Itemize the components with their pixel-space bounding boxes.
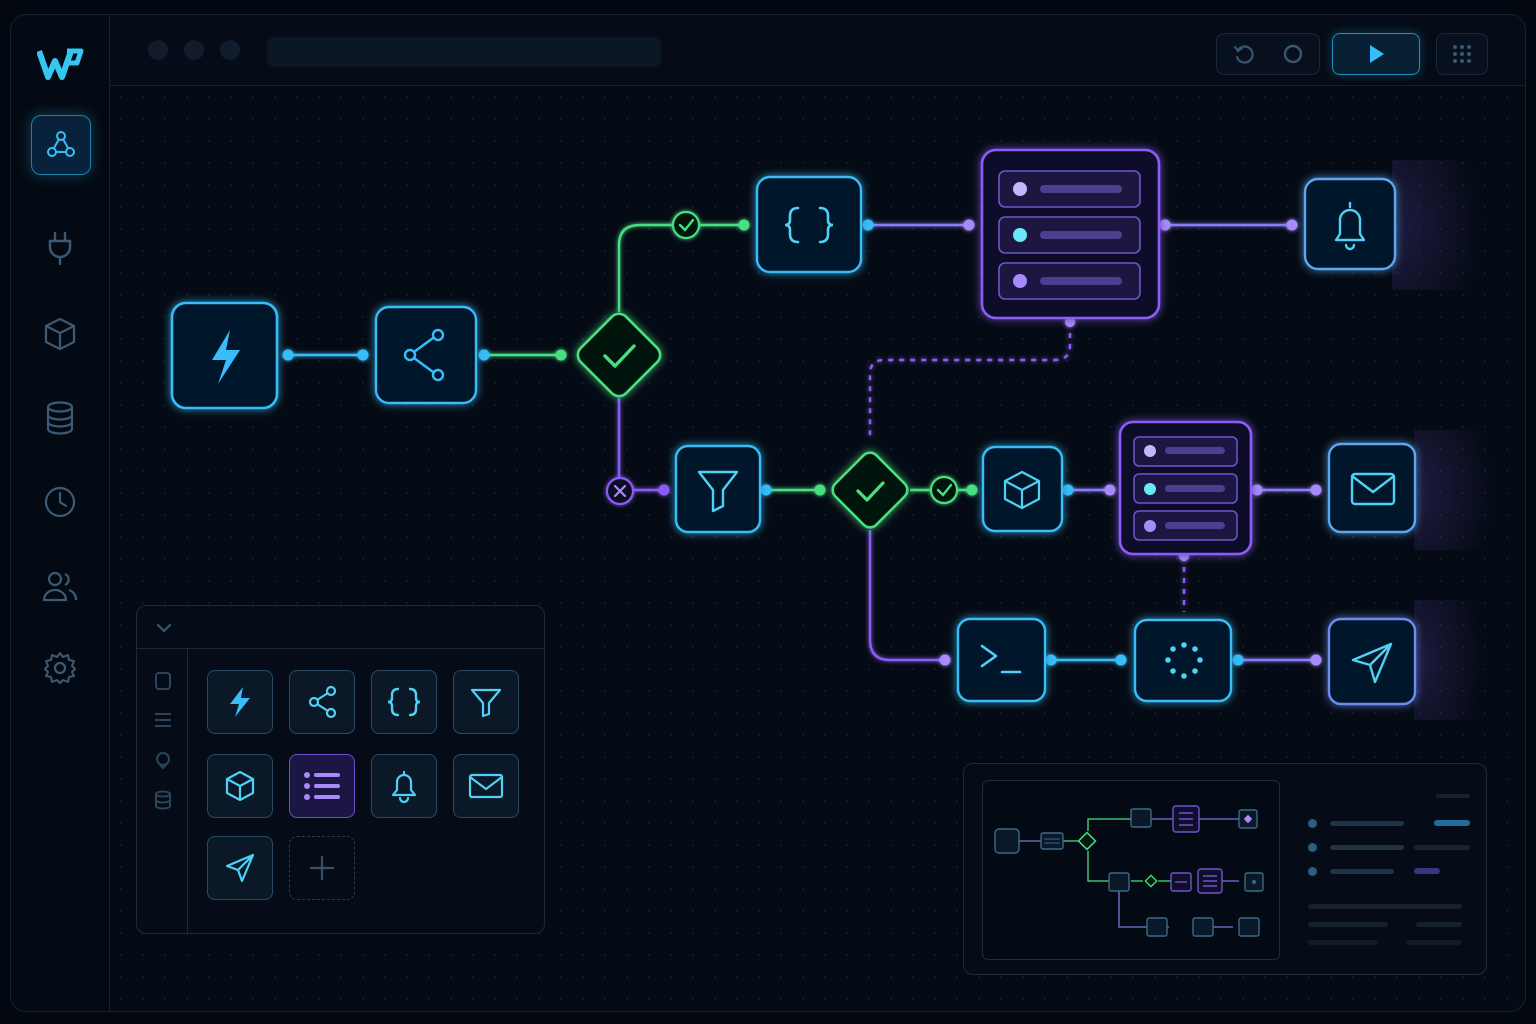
sidebar-item-settings[interactable]	[31, 639, 89, 697]
plug-icon	[48, 231, 72, 266]
legend-row	[1308, 818, 1470, 830]
palette-header	[137, 606, 544, 649]
send-icon	[1351, 642, 1393, 684]
sidebar-item-data[interactable]	[31, 389, 89, 447]
palette-tile-module[interactable]	[207, 754, 273, 818]
palette-tile-send[interactable]	[207, 836, 273, 900]
clock-icon	[44, 486, 76, 518]
cube-icon	[225, 770, 255, 802]
list-icon	[1133, 436, 1238, 541]
chevron-down-icon[interactable]	[156, 622, 172, 634]
list-icon	[304, 772, 340, 800]
filter-icon	[470, 688, 502, 718]
palette-category-rail	[137, 649, 188, 933]
sidebar-item-team[interactable]	[31, 557, 89, 615]
grid-menu-icon	[1453, 45, 1471, 63]
node-condition-2[interactable]	[829, 449, 911, 531]
send-icon	[225, 853, 255, 883]
palette-tile-transform[interactable]	[371, 670, 437, 734]
node-condition-1[interactable]	[574, 310, 665, 401]
palette-add-button[interactable]	[289, 836, 355, 900]
plus-icon	[309, 855, 335, 881]
workflow-graph-icon	[47, 131, 75, 157]
bell-icon	[1334, 201, 1366, 251]
node-transform[interactable]	[755, 175, 863, 274]
menu-button[interactable]	[1436, 33, 1488, 75]
minimap-graph	[994, 805, 1264, 937]
square-icon[interactable]	[154, 671, 172, 691]
node-module[interactable]	[981, 445, 1064, 533]
window-dot-close[interactable]	[148, 40, 168, 60]
database-icon[interactable]	[154, 790, 172, 810]
gear-icon	[44, 652, 76, 684]
mail-icon	[1350, 472, 1396, 506]
palette-tile-filter[interactable]	[453, 670, 519, 734]
cube-icon	[1003, 470, 1041, 510]
lightning-icon	[230, 687, 250, 717]
palette-tile-notify[interactable]	[371, 754, 437, 818]
run-button[interactable]	[1332, 33, 1420, 75]
play-icon	[1370, 45, 1384, 63]
node-email[interactable]	[1327, 442, 1417, 534]
legend-row	[1308, 866, 1470, 878]
database-icon	[46, 401, 74, 435]
node-filter[interactable]	[674, 444, 762, 534]
mail-icon	[468, 773, 504, 799]
record-icon[interactable]	[1282, 43, 1304, 65]
minimap-panel	[963, 763, 1487, 975]
code-braces-icon	[784, 206, 834, 244]
node-palette-panel	[136, 605, 545, 934]
top-toolbar	[110, 15, 1525, 86]
filter-icon	[697, 470, 739, 513]
share-branch-icon	[308, 685, 337, 719]
address-bar[interactable]	[267, 37, 661, 67]
minimap-legend	[1300, 794, 1472, 964]
window-dot-minimize[interactable]	[184, 40, 204, 60]
node-send[interactable]	[1327, 617, 1417, 706]
sidebar-item-modules[interactable]	[31, 305, 89, 363]
chat-icon[interactable]	[154, 751, 172, 769]
app-logo[interactable]	[36, 47, 85, 83]
window-dot-maximize[interactable]	[220, 40, 240, 60]
share-branch-icon	[403, 328, 445, 382]
node-list-2[interactable]	[1118, 420, 1253, 556]
cube-icon	[44, 317, 76, 351]
menu-lines-icon[interactable]	[154, 711, 172, 729]
node-terminal[interactable]	[956, 617, 1047, 703]
bell-icon	[391, 770, 417, 803]
undo-icon[interactable]	[1232, 42, 1256, 66]
node-loading[interactable]	[1133, 618, 1233, 703]
terminal-icon	[980, 644, 1022, 674]
minimap-viewport[interactable]	[982, 780, 1280, 960]
list-icon	[998, 170, 1141, 300]
node-split[interactable]	[374, 305, 478, 405]
palette-tile-trigger[interactable]	[207, 670, 273, 734]
node-notify[interactable]	[1303, 177, 1397, 271]
sidebar-item-integrations[interactable]	[31, 219, 89, 277]
code-braces-icon	[387, 687, 421, 717]
legend-row	[1308, 842, 1470, 854]
palette-tile-email[interactable]	[453, 754, 519, 818]
node-trigger[interactable]	[170, 301, 279, 410]
sidebar-item-workflows[interactable]	[31, 115, 91, 175]
users-icon	[42, 571, 78, 602]
history-controls	[1216, 33, 1320, 75]
sidebar-item-history[interactable]	[31, 473, 89, 531]
spinner-icon	[1165, 642, 1203, 679]
palette-tile-list[interactable]	[289, 754, 355, 818]
lightning-icon	[212, 330, 240, 384]
check-icon	[603, 344, 636, 368]
node-list-1[interactable]	[980, 148, 1161, 320]
check-icon	[856, 481, 885, 502]
sidebar	[11, 15, 110, 1011]
palette-tile-split[interactable]	[289, 670, 355, 734]
